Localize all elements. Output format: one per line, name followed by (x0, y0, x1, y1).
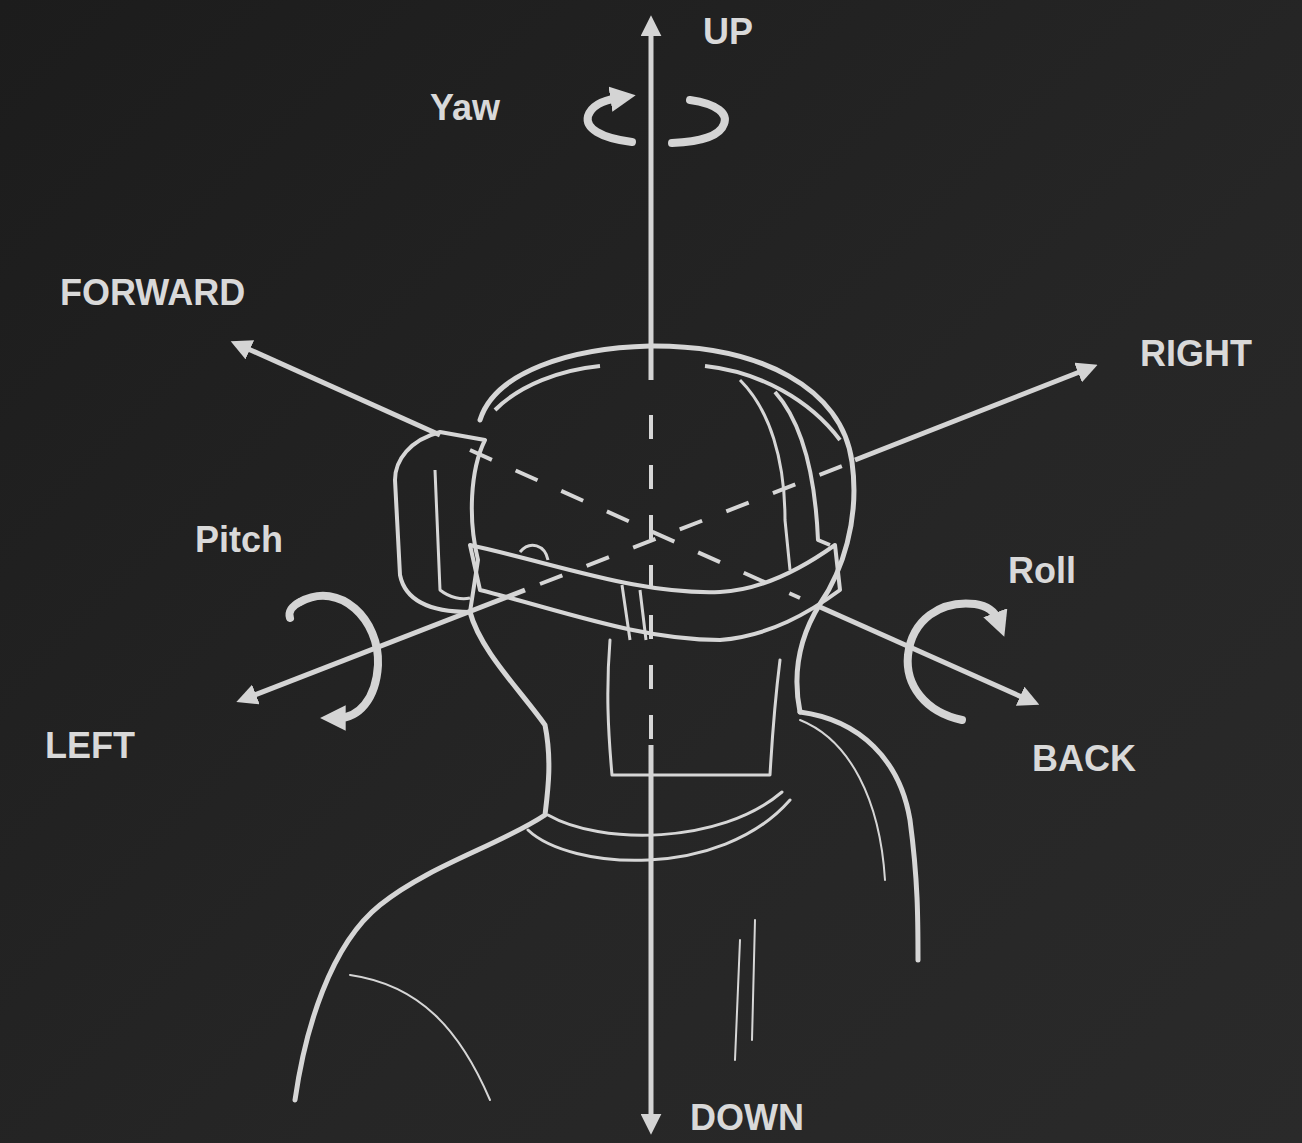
neck-left (295, 612, 549, 1100)
yaw-arrow-right (672, 100, 725, 143)
top-strap (495, 366, 840, 545)
figure-outline (295, 346, 918, 1100)
strap-buckle (520, 545, 646, 640)
rear-strap (470, 545, 840, 640)
yaw-arrow (588, 98, 632, 142)
headset (395, 366, 840, 640)
axis-label: Roll (1008, 553, 1076, 589)
axis-label: DOWN (690, 1100, 804, 1136)
collar-top (548, 792, 782, 835)
pitch-arrow-top (289, 602, 300, 618)
hidden-axes (470, 415, 845, 740)
forward-axis-hidden (470, 450, 800, 598)
visor (395, 432, 485, 612)
axis-label: RIGHT (1140, 336, 1252, 372)
axis-label: UP (703, 14, 753, 50)
shirt-fold-left (350, 975, 490, 1100)
visor-face (435, 470, 470, 599)
shoulder-right (800, 712, 918, 960)
axes (246, 32, 1082, 1118)
vertical-axis-hidden (649, 415, 653, 740)
rotation-arrows (289, 98, 998, 720)
neck-back (608, 640, 780, 775)
collar (528, 800, 790, 860)
left-axis-hidden (540, 465, 845, 584)
roll-arrow (908, 603, 998, 720)
axis-label: LEFT (45, 728, 135, 764)
pitch-arrow (300, 596, 378, 718)
top-strap-inner (740, 380, 790, 570)
up-axis (649, 32, 654, 380)
axis-label: Pitch (195, 522, 283, 558)
shirt-fold-right (800, 720, 885, 880)
forward-axis (246, 348, 440, 435)
head-outline (480, 346, 854, 712)
axis-label: Yaw (430, 90, 500, 126)
right-axis (855, 371, 1082, 460)
axis-label: FORWARD (60, 275, 245, 311)
down-axis (649, 745, 654, 1118)
left-axis (252, 590, 525, 696)
axis-label: BACK (1032, 741, 1136, 777)
shirt-crease (735, 920, 755, 1060)
